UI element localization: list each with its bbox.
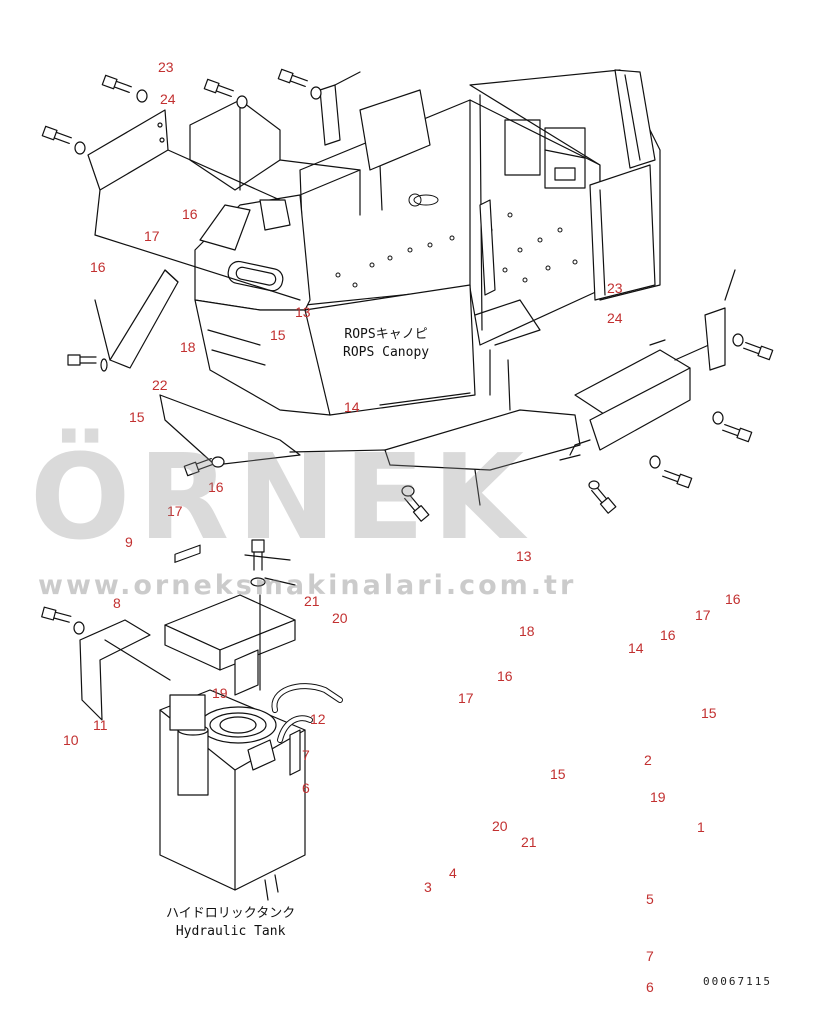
right-bracket <box>704 269 736 371</box>
callout-19: 19 <box>212 685 228 701</box>
left-side-panel <box>94 269 179 369</box>
callout-7: 7 <box>302 747 310 763</box>
callout-13: 13 <box>516 548 532 564</box>
callout-18: 18 <box>519 623 535 639</box>
rops-canopy-label-jp: ROPSキャノピ <box>344 327 428 342</box>
callout-17: 17 <box>167 503 183 519</box>
callout-10: 10 <box>63 732 79 748</box>
callout-23: 23 <box>607 280 623 296</box>
fasteners <box>41 68 774 635</box>
callout-17: 17 <box>695 607 711 623</box>
rops-canopy-label-en: ROPS Canopy <box>343 344 430 360</box>
document-id: 00067115 <box>703 975 772 988</box>
callout-16: 16 <box>208 479 224 495</box>
callout-1: 1 <box>697 819 705 835</box>
callout-15: 15 <box>701 705 717 721</box>
callout-13: 13 <box>295 304 311 320</box>
callout-18: 18 <box>180 339 196 355</box>
callout-3: 3 <box>424 879 432 895</box>
callout-16: 16 <box>90 259 106 275</box>
hydraulic-tank-label-jp: ハイドロリックタンク <box>166 906 296 921</box>
callout-15: 15 <box>270 327 286 343</box>
callout-7: 7 <box>646 948 654 964</box>
callout-2: 2 <box>644 752 652 768</box>
callout-6: 6 <box>646 979 654 995</box>
callout-16: 16 <box>660 627 676 643</box>
callout-17: 17 <box>458 690 474 706</box>
watermark-logo: ÖRNEK <box>30 428 532 566</box>
hydraulic-tank-assembly <box>79 544 343 901</box>
callout-15: 15 <box>129 409 145 425</box>
callout-5: 5 <box>646 891 654 907</box>
callout-20: 20 <box>332 610 348 626</box>
lower-channels <box>159 339 721 506</box>
callout-24: 24 <box>160 91 176 107</box>
hydraulic-tank-label: ハイドロリックタンク Hydraulic Tank <box>166 905 295 940</box>
callout-22: 22 <box>152 377 168 393</box>
callout-20: 20 <box>492 818 508 834</box>
callout-19: 19 <box>650 789 666 805</box>
callout-21: 21 <box>521 834 537 850</box>
callout-4: 4 <box>449 865 457 881</box>
callout-24: 24 <box>607 310 623 326</box>
watermark-url: www.orneksmakinalari.com.tr <box>38 570 577 601</box>
callout-9: 9 <box>125 534 133 550</box>
hydraulic-tank-label-en: Hydraulic Tank <box>175 923 286 939</box>
callout-11: 11 <box>93 717 108 733</box>
upper-covers <box>87 71 361 301</box>
callout-21: 21 <box>304 593 320 609</box>
callout-23: 23 <box>158 59 174 75</box>
callout-17: 17 <box>144 228 160 244</box>
rops-canopy-body <box>194 89 476 416</box>
callout-16: 16 <box>182 206 198 222</box>
callout-8: 8 <box>113 595 121 611</box>
callout-15: 15 <box>550 766 566 782</box>
callout-12: 12 <box>310 711 326 727</box>
callout-16: 16 <box>497 668 513 684</box>
rops-canopy-label: ROPSキャノピ ROPS Canopy <box>343 326 429 361</box>
callout-16: 16 <box>725 591 741 607</box>
callout-14: 14 <box>344 399 360 415</box>
callout-6: 6 <box>302 780 310 796</box>
callout-14: 14 <box>628 640 644 656</box>
